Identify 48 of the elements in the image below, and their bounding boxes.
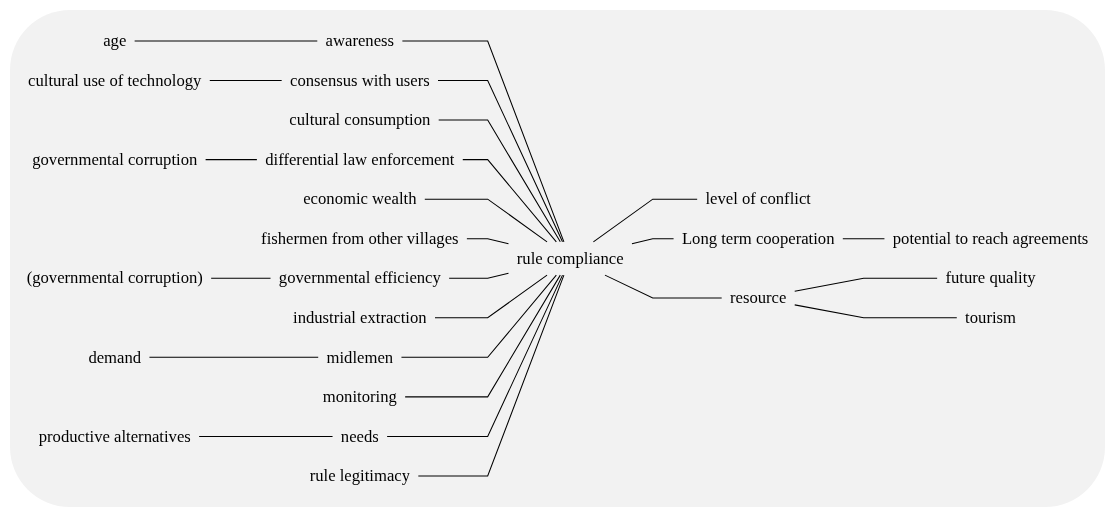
connector — [438, 119, 561, 243]
connector — [462, 159, 557, 243]
connector — [424, 198, 548, 243]
node-text: industrial extraction — [293, 308, 427, 327]
node-text: awareness — [325, 31, 395, 50]
node-text: consensus with users — [289, 71, 430, 89]
connector — [448, 272, 509, 279]
node-text: age — [103, 31, 127, 50]
connector — [404, 274, 561, 398]
connector — [631, 238, 675, 245]
node-text: economic wealth — [303, 189, 417, 208]
node-text: governmental corruption — [32, 150, 198, 168]
connector — [417, 274, 565, 477]
node-text: differential law enforcement — [265, 150, 455, 168]
node-text: tourism — [965, 308, 1016, 327]
connector — [437, 80, 563, 243]
node-text: cultural consumption — [289, 110, 431, 129]
node-text: monitoring — [322, 387, 397, 406]
connector — [842, 238, 885, 240]
node-text: productive alternatives — [38, 427, 191, 445]
node-text: needs — [340, 427, 379, 445]
connector — [466, 238, 509, 245]
connector — [210, 277, 272, 279]
connector — [148, 356, 319, 358]
node-text: level of conflict — [705, 189, 811, 208]
connector — [794, 277, 938, 292]
connector — [209, 80, 283, 82]
connector — [205, 159, 258, 161]
node-text: midlemen — [326, 347, 394, 366]
connector — [434, 274, 548, 319]
node-text: potential to reach agreements — [892, 229, 1089, 248]
node-text: resource — [730, 288, 787, 307]
connector — [401, 40, 565, 243]
connector — [794, 304, 958, 319]
connector — [198, 435, 334, 437]
node-text: fishermen from other villages — [261, 229, 459, 248]
node-text: future quality — [945, 268, 1036, 287]
connector — [400, 274, 557, 358]
node-text: rule legitimacy — [309, 466, 410, 485]
connector — [592, 198, 698, 243]
node-text: (governmental corruption) — [26, 268, 203, 287]
connector — [604, 274, 723, 299]
node-text: rule compliance — [516, 249, 624, 267]
node-text: demand — [88, 347, 142, 366]
node-text: governmental efficiency — [278, 268, 441, 287]
node-text: cultural use of technology — [28, 71, 202, 89]
node-text: Long term cooperation — [681, 229, 835, 248]
connector — [386, 274, 563, 437]
